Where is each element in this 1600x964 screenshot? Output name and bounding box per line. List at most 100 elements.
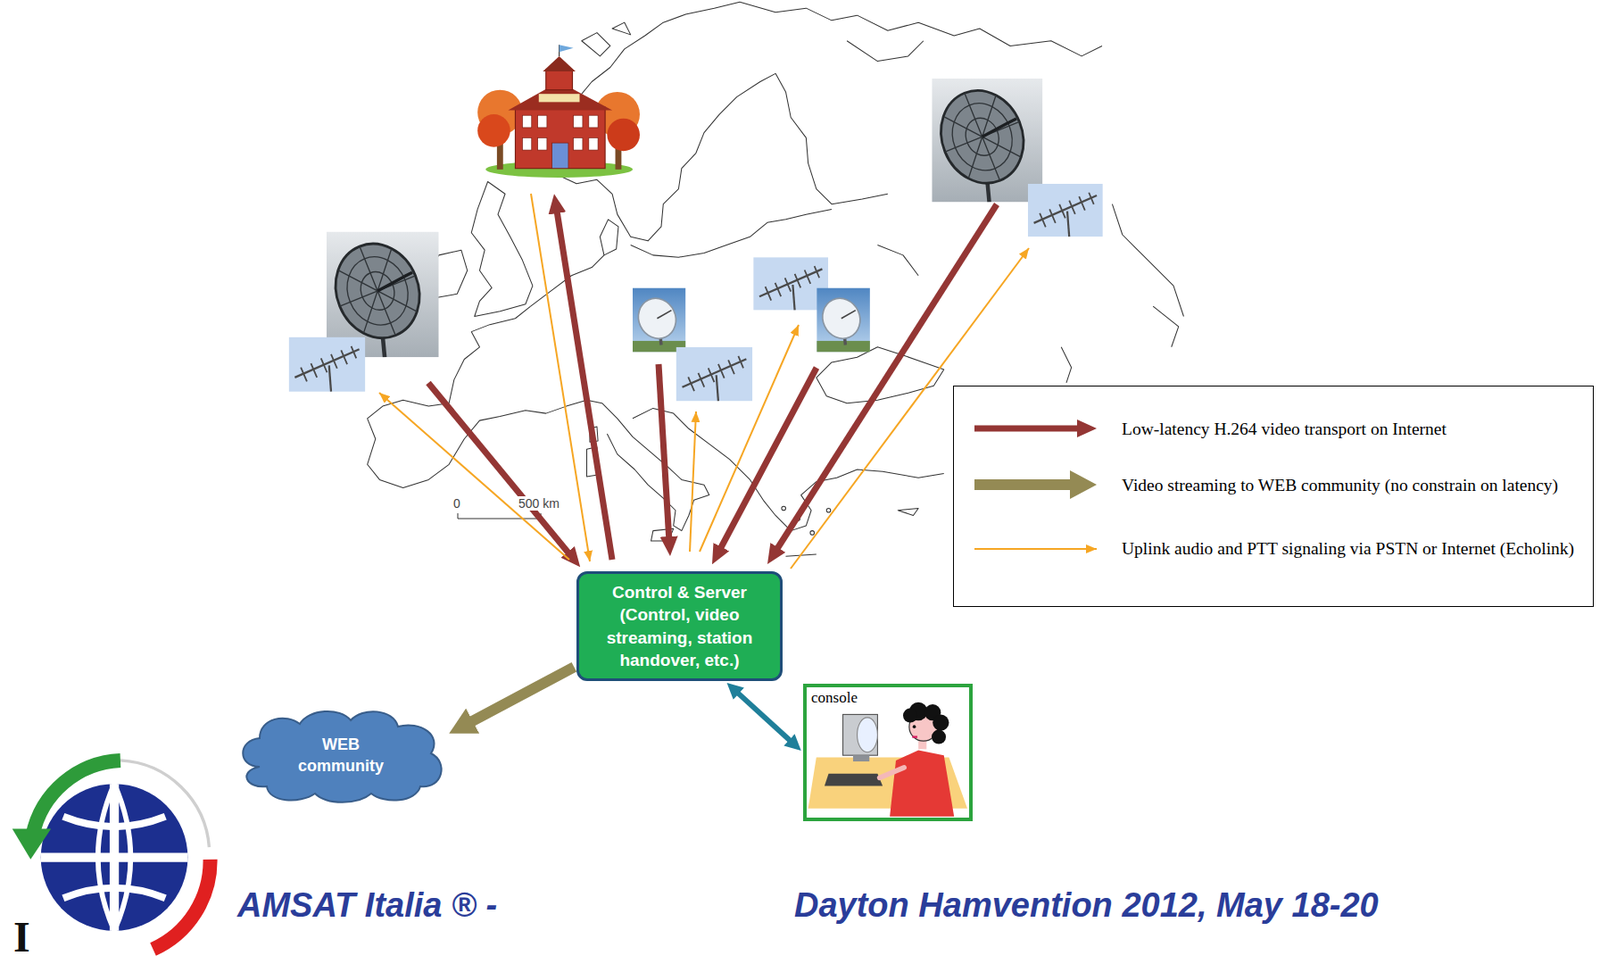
uplink-arrows bbox=[379, 193, 1029, 569]
console-picture bbox=[843, 713, 879, 755]
node-title: console bbox=[811, 688, 858, 707]
console-picture bbox=[853, 754, 870, 762]
scale-number: 0 bbox=[451, 496, 463, 511]
station-pictures bbox=[289, 337, 366, 392]
legend-text: Uplink audio and PTT signaling via PSTN … bbox=[1121, 538, 1575, 558]
node-title: WEB community bbox=[290, 733, 391, 778]
europe-map bbox=[781, 505, 787, 511]
connector-arrow bbox=[735, 690, 793, 743]
europe-map bbox=[826, 507, 831, 513]
school-picture bbox=[606, 118, 640, 152]
amsat-logo bbox=[12, 760, 211, 950]
amsat-logo bbox=[41, 783, 189, 931]
school-picture bbox=[522, 137, 531, 150]
station-pictures bbox=[927, 77, 1043, 202]
europe-map bbox=[630, 208, 832, 257]
school-picture bbox=[538, 115, 548, 128]
cloud-shape bbox=[242, 711, 441, 803]
video-arrows bbox=[428, 204, 997, 560]
console-picture bbox=[931, 729, 946, 745]
europe-map bbox=[775, 73, 888, 204]
amsat-logo bbox=[98, 783, 132, 931]
europe-map bbox=[816, 347, 945, 404]
europe-map bbox=[599, 219, 619, 256]
amsat-logo bbox=[12, 829, 51, 860]
europe-map bbox=[846, 41, 924, 62]
footer-text: Dayton Hamvention 2012, May 18-20 bbox=[794, 887, 1379, 925]
legend-entry: Low-latency H.264 video transport on Int… bbox=[1121, 415, 1588, 442]
scale-bar bbox=[457, 513, 541, 519]
console-picture bbox=[804, 685, 970, 820]
legend-box bbox=[953, 386, 1594, 607]
footer-text: AMSAT Italia ® - bbox=[237, 887, 498, 925]
console-picture bbox=[903, 708, 918, 723]
amsat-logo bbox=[153, 859, 211, 950]
europe-map bbox=[810, 530, 815, 536]
uplink-arrows bbox=[379, 392, 570, 560]
cloud-node: WEB community bbox=[232, 704, 449, 806]
school-picture bbox=[538, 137, 548, 150]
station-pictures bbox=[289, 77, 1103, 401]
school-picture bbox=[588, 137, 598, 150]
school-picture bbox=[546, 69, 573, 91]
legend-box bbox=[974, 425, 1083, 432]
console-picture bbox=[824, 773, 883, 787]
europe-map bbox=[550, 1, 740, 175]
europe-map bbox=[739, 1, 1103, 57]
europe-map bbox=[897, 507, 919, 515]
school-picture bbox=[573, 115, 583, 128]
uplink-arrows bbox=[699, 324, 799, 552]
station-pictures bbox=[676, 347, 753, 402]
legend-text: Low-latency H.264 video transport on Int… bbox=[1121, 419, 1447, 439]
amsat-logo bbox=[120, 760, 209, 847]
cloud-shape bbox=[232, 704, 449, 806]
station-pictures bbox=[1027, 183, 1103, 237]
europe-map bbox=[471, 182, 533, 317]
school-picture bbox=[514, 107, 606, 169]
school-picture bbox=[522, 115, 531, 128]
school-picture bbox=[573, 137, 583, 150]
station-pictures bbox=[631, 287, 686, 352]
scale-bar bbox=[457, 513, 541, 519]
node-title: Control & Server bbox=[612, 580, 747, 604]
europe-map bbox=[877, 244, 919, 275]
server-box: Control & Server(Control, video streamin… bbox=[576, 571, 783, 681]
console-picture bbox=[879, 767, 904, 778]
console-picture bbox=[911, 735, 918, 738]
legend-box bbox=[953, 386, 1594, 607]
console-box: console bbox=[803, 683, 973, 821]
amsat-logo bbox=[63, 816, 166, 898]
legend-box bbox=[974, 479, 1078, 490]
uplink-arrows bbox=[689, 411, 697, 552]
europe-map bbox=[1111, 204, 1184, 317]
console-picture bbox=[857, 717, 879, 753]
school-picture bbox=[538, 93, 581, 102]
legend-entry: Uplink audio and PTT signaling via PSTN … bbox=[1121, 535, 1588, 562]
school-picture bbox=[588, 115, 598, 128]
console-picture bbox=[804, 685, 970, 820]
station-pictures bbox=[815, 287, 870, 352]
connector-arrow bbox=[466, 666, 575, 724]
video-arrows bbox=[428, 382, 572, 556]
video-arrows bbox=[556, 207, 614, 560]
console-picture bbox=[932, 713, 949, 730]
amsat-logo bbox=[33, 760, 121, 835]
school-picture bbox=[477, 114, 511, 148]
console-picture bbox=[903, 702, 949, 745]
school-picture bbox=[559, 44, 574, 52]
video-arrows bbox=[658, 364, 670, 542]
node-text: (Control, video streaming, station hando… bbox=[588, 603, 771, 672]
console-picture bbox=[889, 749, 954, 816]
legend-box bbox=[974, 547, 1097, 550]
scale-distance: 500 km bbox=[516, 496, 562, 511]
legend-entry: Video streaming to WEB community (no con… bbox=[1121, 472, 1588, 498]
school-picture bbox=[477, 44, 640, 178]
europe-map bbox=[581, 22, 631, 57]
amsat-logo bbox=[41, 783, 189, 931]
logo-letter: I bbox=[13, 915, 31, 959]
school-picture bbox=[552, 142, 569, 169]
europe-map bbox=[1152, 306, 1179, 348]
legend-text: Video streaming to WEB community (no con… bbox=[1121, 475, 1559, 495]
console-picture bbox=[912, 724, 917, 729]
europe-map bbox=[1061, 347, 1071, 383]
